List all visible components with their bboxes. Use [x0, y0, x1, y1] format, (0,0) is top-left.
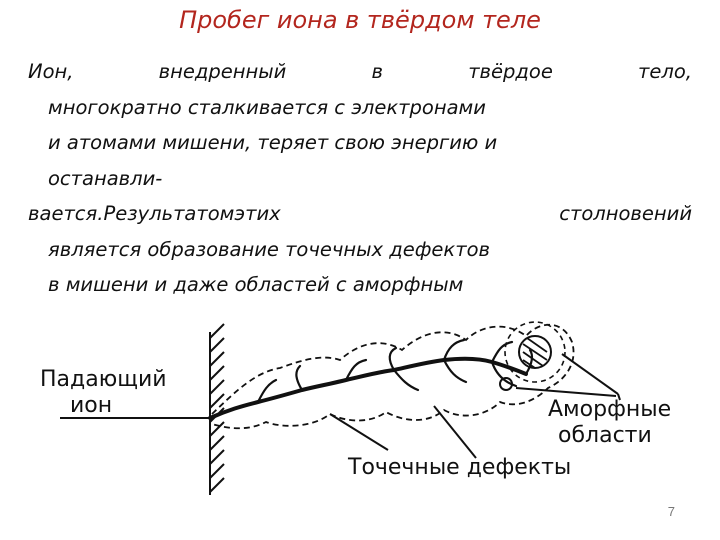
ion-track-diagram: [60, 321, 621, 495]
body-line-7: в мишени и даже областей с аморфным: [48, 273, 464, 296]
ion-track: [208, 356, 528, 420]
body-line-4: останавли-: [48, 166, 163, 190]
body-word: тело,: [638, 60, 692, 83]
slide-title: Пробег иона в твёрдом теле: [179, 6, 541, 34]
body-line-5: вается.Результатомэтих столновений: [28, 196, 692, 232]
body-word: твёрдое: [468, 60, 553, 83]
body-word: Ион,: [28, 60, 74, 83]
amorphous-label-line2: области: [558, 423, 652, 448]
page-number: 7: [667, 504, 675, 519]
body-word: вается.Результатомэтих: [28, 202, 281, 225]
point-defect-mark: [499, 377, 513, 391]
target-surface: [209, 323, 225, 495]
body-line-1: Ион, внедренный в твёрдое тело,: [28, 54, 692, 90]
point-defect-leaders: [329, 405, 477, 459]
incident-ion-label-line1: Падающий: [40, 367, 167, 392]
amorphous-label-line1: Аморфные: [548, 397, 672, 422]
body-line-3: и атомами мишени, теряет свою энергию и: [48, 131, 498, 154]
incident-ion-label-line2: ион: [70, 393, 113, 418]
recoil-branches: [256, 338, 534, 404]
amorphous-cluster: [504, 321, 566, 383]
body-word: в: [371, 60, 384, 83]
amorphous-leaders: [515, 353, 621, 401]
damage-envelope: [211, 323, 575, 430]
slide-body-text: Ион, внедренный в твёрдое тело, многокра…: [28, 54, 692, 303]
body-line-6: является образование точечных дефектов: [48, 237, 490, 261]
body-word: внедренный: [158, 60, 287, 83]
body-word: столновений: [559, 202, 692, 225]
point-defects-label: Точечные дефекты: [348, 455, 572, 480]
ion-track-figure: Падающий ион Аморфные области Точечные д…: [30, 310, 700, 500]
body-line-2: многократно сталкивается с электронами: [48, 95, 486, 119]
